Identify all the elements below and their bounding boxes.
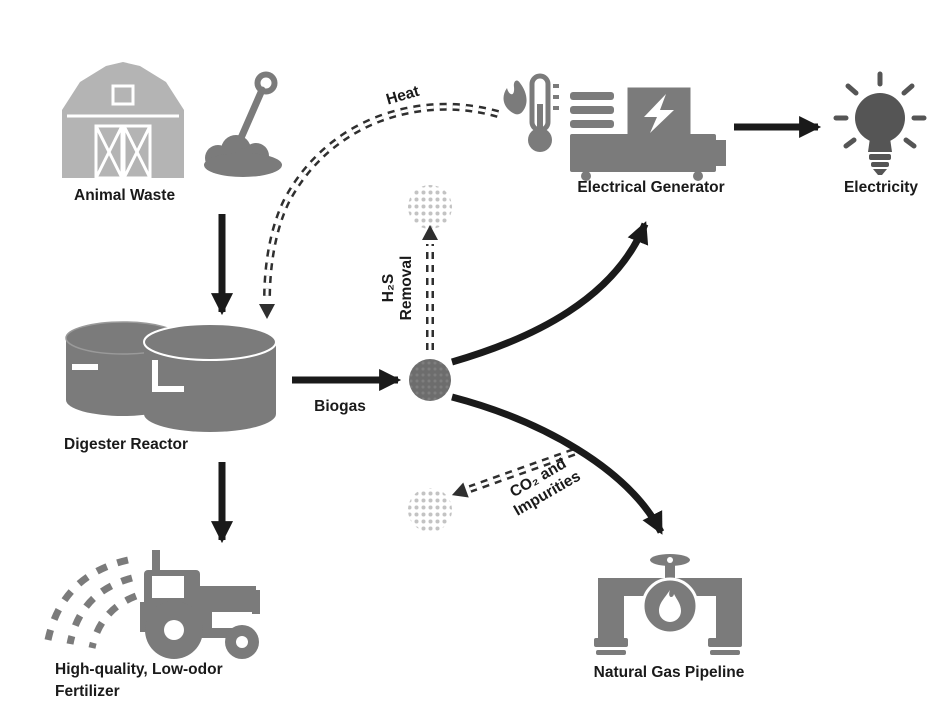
electricity-label: Electricity: [844, 179, 918, 196]
heat-thermometer-icon: [503, 73, 559, 152]
natural-gas-pipeline-label: Natural Gas Pipeline: [594, 664, 745, 681]
arrow-biogas-to-pipeline: [451, 393, 665, 535]
digester-reactor-label: Digester Reactor: [64, 436, 188, 453]
manure-shovel-icon: [204, 71, 282, 177]
co2-gas-node: [408, 488, 452, 532]
electrical-generator-label: Electrical Generator: [577, 179, 724, 196]
svg-text:Removal: Removal: [398, 256, 415, 321]
arrow-h2s-removal: [422, 225, 438, 350]
arrow-heat-to-digester: [259, 102, 500, 319]
electricity-bulb-icon: [833, 71, 927, 175]
svg-text:H₂S: H₂S: [380, 274, 397, 302]
fertilizer-spray-marks: [44, 556, 138, 649]
arrow-biogas-to-generator: [451, 221, 649, 366]
h2s-gas-node: [408, 185, 452, 229]
digester-reactor-icon: [65, 321, 277, 432]
h2s-removal-label: H₂S Removal: [380, 256, 415, 321]
fertilizer-label-line2: Fertilizer: [55, 683, 120, 700]
arrow-co2-impurities: [451, 448, 576, 498]
barn-icon: [62, 62, 184, 180]
natural-gas-pipeline-icon: [594, 554, 742, 655]
biogas-node: [409, 359, 451, 401]
electrical-generator-icon: [570, 84, 726, 181]
heat-label: Heat: [384, 83, 421, 109]
animal-waste-label: Animal Waste: [74, 187, 175, 204]
biogas-label: Biogas: [314, 398, 366, 415]
fertilizer-label-line1: High-quality, Low-odor: [55, 661, 223, 678]
tractor-icon: [140, 550, 260, 659]
